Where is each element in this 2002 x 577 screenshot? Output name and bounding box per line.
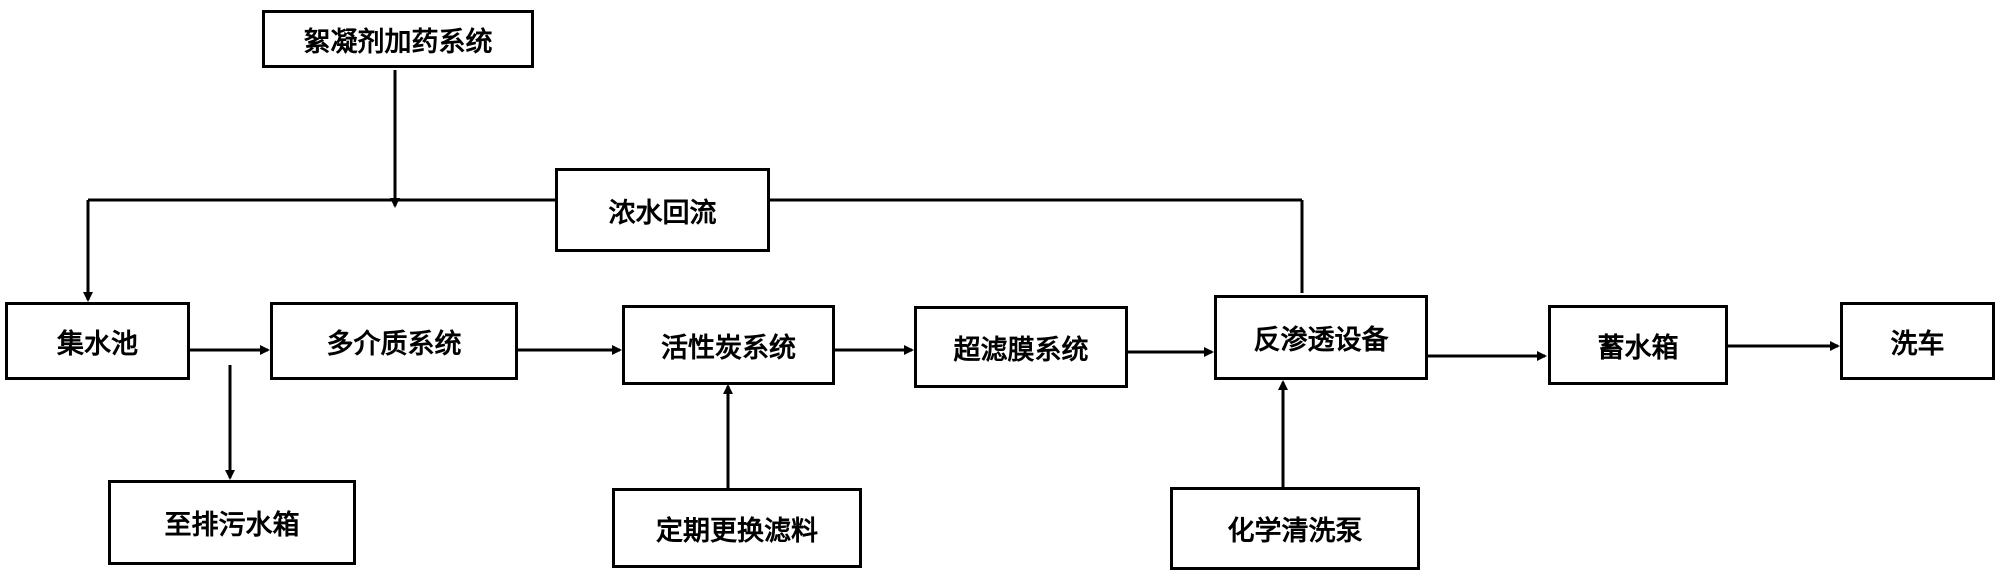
node-replace-filter: 定期更换滤料 [612,488,862,568]
node-storage-tank: 蓄水箱 [1548,305,1728,385]
node-activated-carbon: 活性炭系统 [622,305,835,385]
node-ultrafiltration: 超滤膜系统 [914,306,1128,388]
node-car-wash: 洗车 [1840,302,1995,380]
node-concentrate-return: 浓水回流 [555,168,770,252]
node-flocculant-dosing: 絮凝剂加药系统 [262,10,534,68]
node-sewage-tank: 至排污水箱 [108,480,356,565]
node-multimedia: 多介质系统 [270,302,518,380]
node-collection-tank: 集水池 [5,302,190,380]
node-chemical-pump: 化学清洗泵 [1170,487,1420,570]
node-reverse-osmosis: 反渗透设备 [1214,295,1428,380]
